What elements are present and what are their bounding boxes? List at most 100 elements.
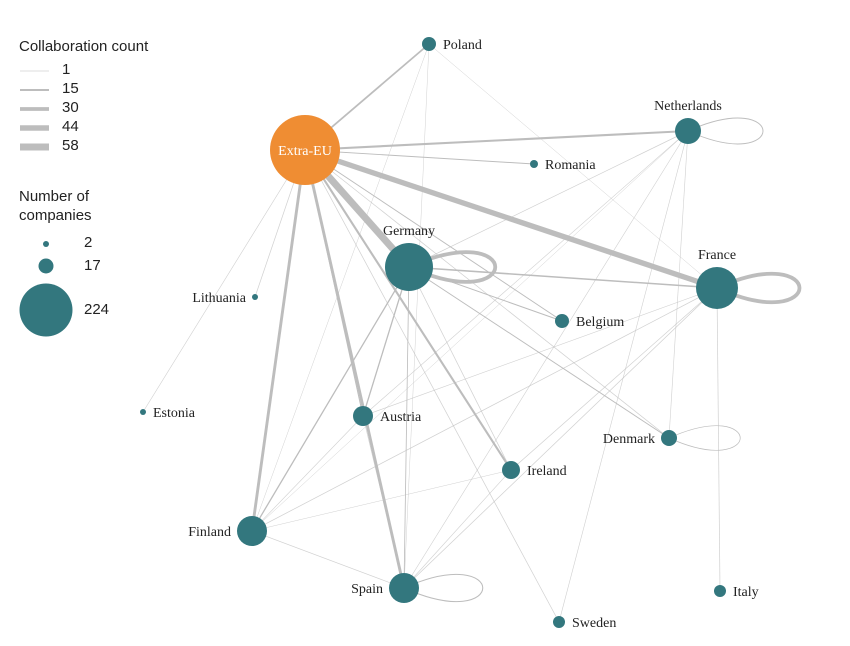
node-circle[interactable]: [675, 118, 701, 144]
collaboration-edge: [403, 43, 430, 589]
node-label: Italy: [733, 585, 759, 600]
collaboration-edge: [668, 130, 689, 439]
node-ireland[interactable]: Ireland: [502, 461, 567, 479]
node-label: Finland: [188, 525, 231, 540]
collaboration-edge: [362, 266, 410, 417]
collaboration-edge: [304, 149, 364, 417]
edge-legend-label: 30: [62, 99, 79, 116]
node-legend-swatch: [43, 241, 49, 247]
node-france[interactable]: France: [696, 248, 738, 309]
node-label: Estonia: [153, 406, 196, 421]
node-finland[interactable]: Finland: [188, 516, 267, 546]
node-circle[interactable]: [714, 585, 726, 597]
node-legend-title-1: Number of: [19, 188, 90, 205]
collaboration-edge: [251, 130, 689, 532]
node-spain[interactable]: Spain: [351, 573, 419, 603]
collaboration-edge: [251, 469, 512, 532]
collaboration-edge: [716, 287, 721, 592]
node-austria[interactable]: Austria: [353, 406, 422, 426]
collaboration-edge: [304, 129, 689, 152]
node-denmark[interactable]: Denmark: [603, 430, 677, 447]
node-circle[interactable]: [502, 461, 520, 479]
node-label: Netherlands: [654, 99, 722, 114]
collaboration-edge: [362, 415, 405, 589]
collaboration-edge: [251, 266, 410, 532]
collaboration-edge: [510, 287, 718, 471]
node-circle[interactable]: [696, 267, 738, 309]
collaboration-edge: [304, 149, 535, 165]
node-label: Belgium: [576, 315, 624, 330]
node-legend-swatch: [38, 258, 54, 274]
node-label: Ireland: [527, 464, 567, 479]
node-sweden[interactable]: Sweden: [553, 616, 616, 631]
collaboration-edge: [408, 130, 689, 268]
collaboration-edge: [403, 287, 718, 589]
edge-legend-label: 58: [62, 137, 79, 154]
collaboration-edge: [408, 266, 718, 289]
collaboration-edge: [403, 266, 410, 589]
collaboration-edge: [558, 130, 689, 623]
collaboration-edge: [408, 266, 563, 322]
node-circle[interactable]: [353, 406, 373, 426]
node-circle[interactable]: [270, 115, 340, 185]
self-loop-edge: [403, 573, 484, 603]
node-extra-eu[interactable]: Extra-EU: [270, 115, 340, 185]
node-legend-swatch: [19, 283, 73, 337]
self-loop-edge: [408, 250, 497, 284]
node-romania[interactable]: Romania: [530, 158, 596, 173]
edges-layer: [142, 43, 802, 623]
collaboration-edge: [304, 149, 563, 322]
node-label: Lithuania: [192, 291, 246, 306]
node-belgium[interactable]: Belgium: [555, 314, 624, 330]
nodes-layer: Extra-EU PolandNetherlandsRomaniaGermanyF…: [140, 37, 759, 631]
edge-legend-label: 1: [62, 61, 71, 78]
collaboration-edge: [250, 149, 307, 532]
edge-legend-title: Collaboration count: [19, 38, 149, 55]
node-circle[interactable]: [661, 430, 677, 446]
node-label: Germany: [383, 224, 435, 239]
node-label: Spain: [351, 582, 383, 597]
node-label: Romania: [545, 158, 596, 173]
collaboration-edge: [428, 43, 718, 289]
node-circle[interactable]: [530, 160, 538, 168]
node-netherlands[interactable]: Netherlands: [654, 99, 722, 144]
collaboration-edge: [362, 130, 689, 417]
node-legend-label: 224: [84, 301, 110, 318]
node-label: Poland: [443, 38, 482, 53]
node-label: Sweden: [572, 616, 616, 631]
node-circle[interactable]: [555, 314, 569, 328]
node-circle[interactable]: [252, 294, 258, 300]
collaboration-edge: [304, 149, 560, 623]
collaboration-edge: [408, 266, 512, 471]
node-estonia[interactable]: Estonia: [140, 406, 196, 421]
collaboration-edge: [403, 469, 512, 589]
self-loop-edge: [687, 117, 764, 145]
collaboration-edge: [362, 287, 718, 417]
node-circle[interactable]: [140, 409, 146, 415]
collaboration-edge: [304, 147, 718, 291]
node-legend-label: 17: [84, 257, 101, 274]
node-germany[interactable]: Germany: [383, 224, 435, 291]
node-label: Extra-EU: [278, 144, 332, 159]
collaboration-edge: [251, 43, 430, 532]
collaboration-edge: [142, 149, 306, 413]
node-circle[interactable]: [237, 516, 267, 546]
node-circle[interactable]: [389, 573, 419, 603]
collaboration-edge: [251, 287, 718, 532]
node-label: France: [698, 248, 736, 263]
self-loop-edge: [668, 425, 741, 451]
collaboration-edge: [251, 530, 405, 589]
node-italy[interactable]: Italy: [714, 585, 759, 600]
node-label: Denmark: [603, 432, 655, 447]
node-lithuania[interactable]: Lithuania: [192, 291, 258, 306]
node-circle[interactable]: [422, 37, 436, 51]
node-circle[interactable]: [553, 616, 565, 628]
edge-legend: [20, 70, 49, 151]
node-legend: [19, 241, 73, 337]
edge-legend-label: 44: [62, 118, 79, 135]
collaboration-edge: [303, 149, 406, 589]
node-circle[interactable]: [385, 243, 433, 291]
node-poland[interactable]: Poland: [422, 37, 482, 53]
collaboration-edge: [403, 130, 689, 589]
